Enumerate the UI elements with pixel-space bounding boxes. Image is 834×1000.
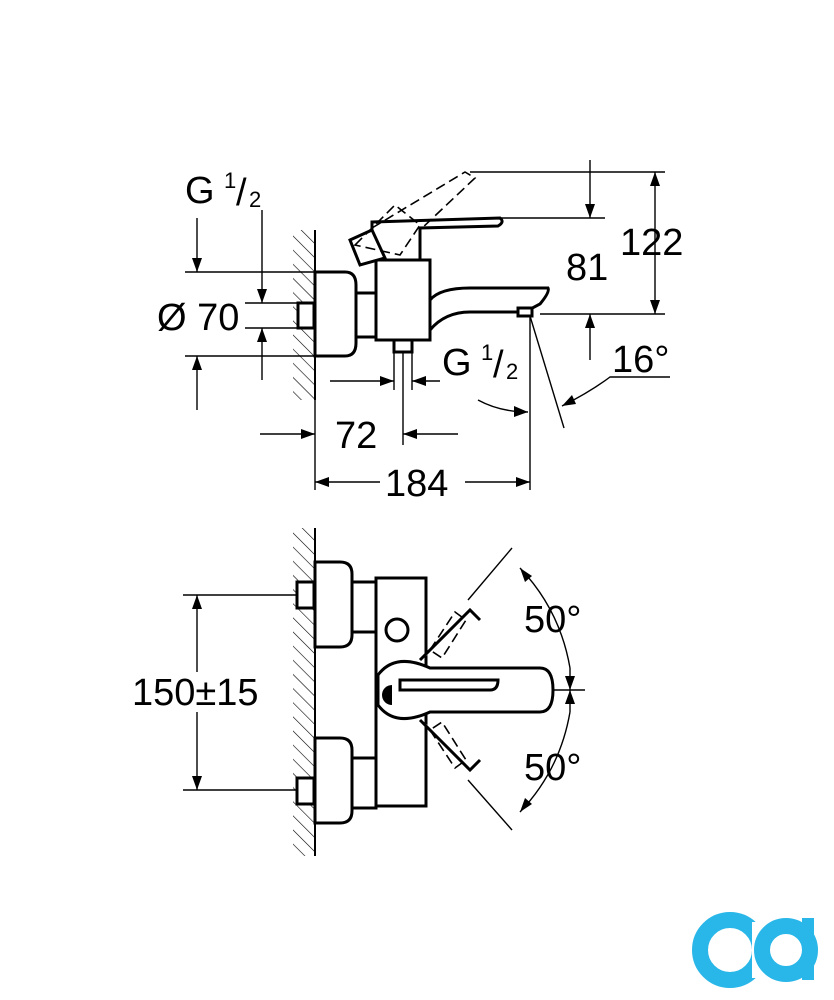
side-view: 122 81 G 1 / 2 Ø 70 G 1 / 2 <box>157 160 683 505</box>
label-g-left-num: 1 <box>224 168 236 193</box>
lever-inner <box>398 678 500 692</box>
arrow-150-bottom <box>192 776 202 790</box>
arrow-81-bottom <box>585 314 595 328</box>
connector-upper <box>295 580 316 610</box>
arrow-184-right <box>516 477 530 487</box>
plan-view: 50° 50° 150±15 <box>132 528 585 856</box>
logo-c <box>692 912 768 988</box>
wall-hatch-plan <box>293 528 315 856</box>
spout <box>428 286 550 335</box>
lever-raised-body <box>353 203 422 256</box>
label-g-right: G <box>442 342 472 384</box>
lever-raised-outline <box>371 171 477 231</box>
brand-logo <box>692 912 818 988</box>
label-81: 81 <box>566 247 608 289</box>
label-g-left-den: 2 <box>249 187 261 212</box>
connector-lower <box>295 776 316 806</box>
arrow-16-left <box>514 406 528 417</box>
arrow-50-up-a <box>520 568 532 582</box>
arrow-72-right <box>403 429 417 439</box>
aerator <box>516 306 534 318</box>
label-g-left: G <box>185 170 215 212</box>
lever-indicator <box>382 685 392 705</box>
label-g-left-slash: / <box>236 172 247 214</box>
ext-line-50-up <box>467 547 513 601</box>
mixer-body <box>374 258 432 342</box>
label-angle-50-down: 50° <box>524 747 581 789</box>
arrow-g-left-top <box>257 289 267 303</box>
arrow-70-top <box>192 258 202 272</box>
arrow-72-left <box>301 429 315 439</box>
eccentric <box>354 291 378 339</box>
eccentric-upper <box>350 580 378 634</box>
arrow-70-bottom <box>192 356 202 370</box>
angle-arc-16-right <box>561 376 670 407</box>
label-angle-50-up: 50° <box>524 599 581 641</box>
escutcheon-upper <box>313 560 354 649</box>
thread-connector <box>296 301 316 330</box>
arrow-150-top <box>192 595 202 609</box>
arrow-122-top <box>650 172 660 186</box>
label-diameter-70: Ø 70 <box>157 297 239 339</box>
lever-handle <box>370 216 504 262</box>
label-g-right-den: 2 <box>506 359 518 384</box>
arrow-50-down-b <box>520 798 532 812</box>
label-g-right-num: 1 <box>481 340 493 365</box>
escutcheon-lower <box>313 736 354 825</box>
arrow-122-bottom <box>650 300 660 314</box>
logo-d-stem <box>802 918 814 980</box>
eccentric-lower <box>350 756 378 810</box>
arm-lower <box>418 718 482 773</box>
arrow-16-right <box>562 395 576 406</box>
arrow-g-right-left <box>380 376 394 386</box>
escutcheon <box>313 270 358 358</box>
diverter-circle <box>384 617 410 643</box>
label-122: 122 <box>620 222 683 264</box>
lever-rotated-down <box>428 720 468 770</box>
angle-line-16 <box>529 315 565 429</box>
label-g-right-slash: / <box>493 344 504 386</box>
arrow-g-right-right <box>412 376 426 386</box>
ext-line-50-down <box>467 779 513 831</box>
label-150: 150±15 <box>132 672 259 714</box>
label-angle-16: 16° <box>612 339 669 381</box>
label-72: 72 <box>335 415 377 457</box>
label-184: 184 <box>385 463 448 505</box>
arm-upper <box>418 607 482 662</box>
diverter-knob <box>392 338 414 354</box>
arrow-g-left-bottom <box>257 328 267 342</box>
lever-rotated-up <box>428 610 468 660</box>
arrow-81-top <box>585 204 595 218</box>
arrow-184-left <box>315 477 329 487</box>
